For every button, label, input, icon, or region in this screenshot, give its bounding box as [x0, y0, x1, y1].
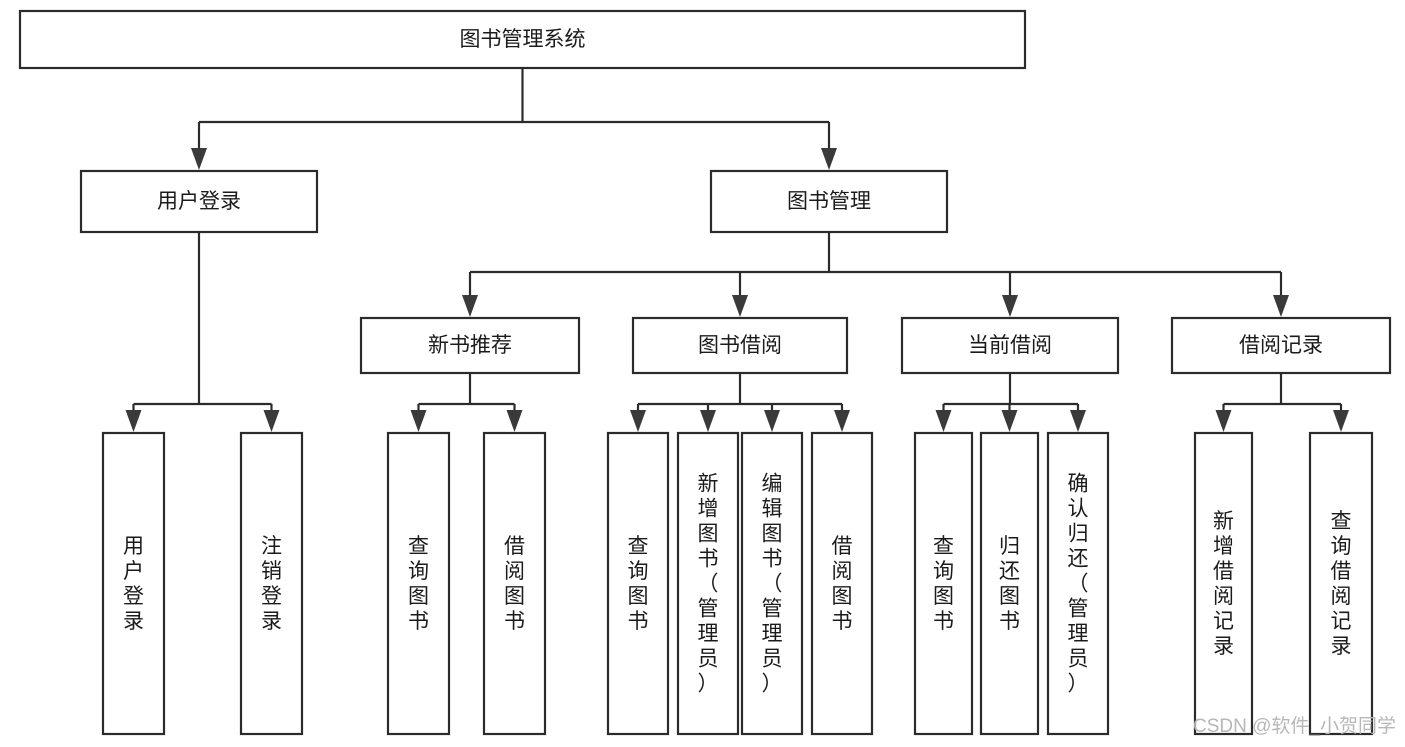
node-box-leaf-query-borrow-record: [1308, 431, 1374, 736]
node-label-leaf-query-book-current: 查询图书: [933, 535, 954, 633]
node-label-leaf-query-borrow-record: 查询借阅记录: [1331, 510, 1352, 658]
node-leaf-return-book[interactable]: 归还图书: [979, 431, 1040, 736]
node-book-manage[interactable]: 图书管理: [709, 169, 949, 234]
node-label-book-borrow: 图书借阅: [698, 334, 782, 357]
node-leaf-borrow-book[interactable]: 借阅图书: [810, 431, 874, 736]
arrow-icon-leaf-logout-login: [263, 410, 280, 432]
node-root[interactable]: 图书管理系统: [18, 9, 1027, 70]
node-leaf-query-book-borrow[interactable]: 查询图书: [606, 431, 670, 736]
arrow-icon-current-borrow: [1002, 295, 1018, 317]
node-box-leaf-query-book-current: [913, 431, 974, 736]
node-label-leaf-borrow-book: 借阅图书: [832, 535, 853, 633]
node-box-leaf-add-book: [676, 431, 740, 736]
node-label-leaf-edit-book: 编辑图书（管理员）: [762, 473, 783, 696]
arrow-icon-leaf-confirm-return: [1070, 410, 1086, 432]
node-box-leaf-query-book-borrow: [606, 431, 670, 736]
arrow-icon-leaf-borrow-book-recommend: [506, 410, 523, 432]
node-label-borrow-record: 借阅记录: [1239, 334, 1323, 357]
node-label-book-manage: 图书管理: [787, 190, 871, 213]
node-leaf-query-book-current[interactable]: 查询图书: [913, 431, 974, 736]
arrow-icon-borrow-record: [1273, 295, 1289, 317]
node-leaf-query-borrow-record[interactable]: 查询借阅记录: [1308, 431, 1374, 736]
arrow-icon-leaf-return-book: [1001, 410, 1018, 432]
node-box-leaf-add-borrow-record: [1193, 431, 1254, 736]
node-leaf-edit-book[interactable]: 编辑图书（管理员）: [740, 431, 804, 736]
arrow-icon-user-login: [191, 148, 207, 170]
arrow-icon-leaf-query-book-borrow: [630, 410, 646, 432]
arrow-icon-leaf-query-book-recommend: [410, 410, 427, 432]
node-layer: 图书管理系统用户登录图书管理新书推荐图书借阅当前借阅借阅记录用户登录注销登录查询…: [18, 9, 1392, 736]
node-label-leaf-query-book-recommend: 查询图书: [408, 535, 429, 633]
arrow-icon-book-manage: [821, 148, 837, 170]
node-leaf-borrow-book-recommend[interactable]: 借阅图书: [482, 431, 547, 736]
csdn-watermark: CSDN @软件_小贺同学: [1193, 715, 1396, 737]
node-label-leaf-borrow-book-recommend: 借阅图书: [504, 535, 525, 633]
node-leaf-add-borrow-record[interactable]: 新增借阅记录: [1193, 431, 1254, 736]
node-leaf-confirm-return[interactable]: 确认归还（管理员）: [1046, 431, 1110, 736]
node-label-new-book-recommend: 新书推荐: [428, 334, 512, 357]
node-box-leaf-query-book-recommend: [386, 431, 451, 736]
node-label-user-login: 用户登录: [157, 190, 241, 213]
connector-layer: [125, 68, 1349, 432]
node-label-leaf-logout-login: 注销登录: [261, 535, 282, 633]
node-label-leaf-add-book: 新增图书（管理员）: [698, 473, 719, 696]
node-label-root: 图书管理系统: [460, 28, 586, 51]
arrow-icon-leaf-add-borrow-record: [1215, 410, 1232, 432]
node-box-leaf-borrow-book-recommend: [482, 431, 547, 736]
node-box-book-manage: [709, 169, 949, 234]
node-label-leaf-user-login: 用户登录: [123, 535, 144, 633]
node-box-root: [18, 9, 1027, 70]
node-new-book-recommend[interactable]: 新书推荐: [359, 316, 581, 375]
node-user-login[interactable]: 用户登录: [79, 169, 319, 234]
node-label-leaf-return-book: 归还图书: [999, 535, 1020, 633]
arrow-icon-leaf-user-login: [125, 410, 142, 432]
node-box-leaf-borrow-book: [810, 431, 874, 736]
node-leaf-user-login[interactable]: 用户登录: [101, 431, 166, 736]
node-leaf-add-book[interactable]: 新增图书（管理员）: [676, 431, 740, 736]
arrow-icon-book-borrow: [732, 295, 748, 317]
node-leaf-logout-login[interactable]: 注销登录: [239, 431, 304, 736]
node-box-new-book-recommend: [359, 316, 581, 375]
arrow-icon-leaf-borrow-book: [834, 410, 850, 432]
node-box-leaf-return-book: [979, 431, 1040, 736]
node-box-leaf-user-login: [101, 431, 166, 736]
node-current-borrow[interactable]: 当前借阅: [900, 316, 1120, 375]
node-box-book-borrow: [631, 316, 849, 375]
arrow-icon-new-book-recommend: [462, 295, 478, 317]
arrow-icon-leaf-add-book: [700, 410, 716, 432]
node-borrow-record[interactable]: 借阅记录: [1170, 316, 1392, 375]
node-label-leaf-add-borrow-record: 新增借阅记录: [1213, 510, 1234, 658]
node-leaf-query-book-recommend[interactable]: 查询图书: [386, 431, 451, 736]
node-box-leaf-edit-book: [740, 431, 804, 736]
arrow-icon-leaf-edit-book: [764, 410, 780, 432]
node-book-borrow[interactable]: 图书借阅: [631, 316, 849, 375]
node-label-leaf-query-book-borrow: 查询图书: [628, 535, 649, 633]
node-box-leaf-confirm-return: [1046, 431, 1110, 736]
node-label-leaf-confirm-return: 确认归还（管理员）: [1068, 473, 1089, 696]
node-label-current-borrow: 当前借阅: [968, 334, 1052, 357]
arrow-icon-leaf-query-borrow-record: [1333, 410, 1349, 432]
node-box-leaf-logout-login: [239, 431, 304, 736]
node-box-borrow-record: [1170, 316, 1392, 375]
arrow-icon-leaf-query-book-current: [935, 410, 952, 432]
node-box-current-borrow: [900, 316, 1120, 375]
node-box-user-login: [79, 169, 319, 234]
